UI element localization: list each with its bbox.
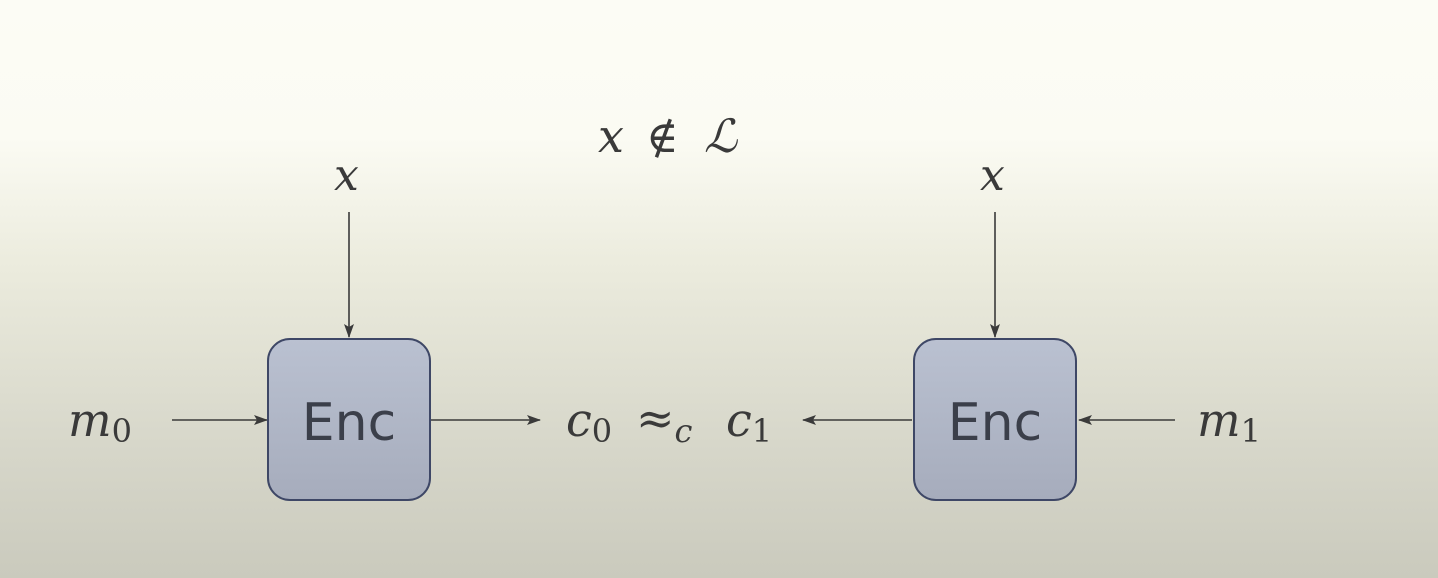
condition-language-set: ℒ [704, 109, 738, 163]
right-enc-label: Enc [948, 393, 1042, 453]
left-enc-label: Enc [302, 393, 396, 453]
ciphertext-c0: c0 [566, 393, 612, 450]
ciphertext-c1-base: c [726, 393, 752, 447]
ciphertext-c0-base: c [566, 393, 592, 447]
right-message-m1: m1 [1197, 393, 1261, 450]
left-encryption: x m0 Enc [68, 150, 541, 501]
left-input-x: x [334, 150, 359, 201]
left-message-m0: m0 [68, 393, 132, 450]
ciphertext-c1: c1 [726, 393, 772, 450]
condition-variable: x [598, 109, 624, 163]
right-enc-box [913, 338, 1077, 501]
right-message-subscript: 1 [1241, 412, 1261, 450]
left-message-subscript: 0 [112, 412, 132, 450]
condition-not-in-symbol: ∉ [646, 112, 679, 163]
condition-x-not-in-language: x ∉ ℒ [598, 109, 738, 163]
right-message-base: m [1197, 393, 1241, 447]
left-message-base: m [68, 393, 112, 447]
approx-subscript: c [675, 412, 693, 450]
ciphertext-c1-subscript: 1 [752, 412, 772, 450]
ciphertext-c0-subscript: 0 [592, 412, 612, 450]
ciphertext-indistinguishability: c0 ≈c c1 [566, 391, 772, 450]
left-enc-box [267, 338, 431, 501]
computationally-indistinguishable-symbol: ≈c [636, 391, 693, 450]
right-encryption: x Enc m1 [802, 150, 1261, 501]
approx-symbol: ≈ [636, 391, 675, 445]
right-input-x: x [980, 150, 1005, 201]
